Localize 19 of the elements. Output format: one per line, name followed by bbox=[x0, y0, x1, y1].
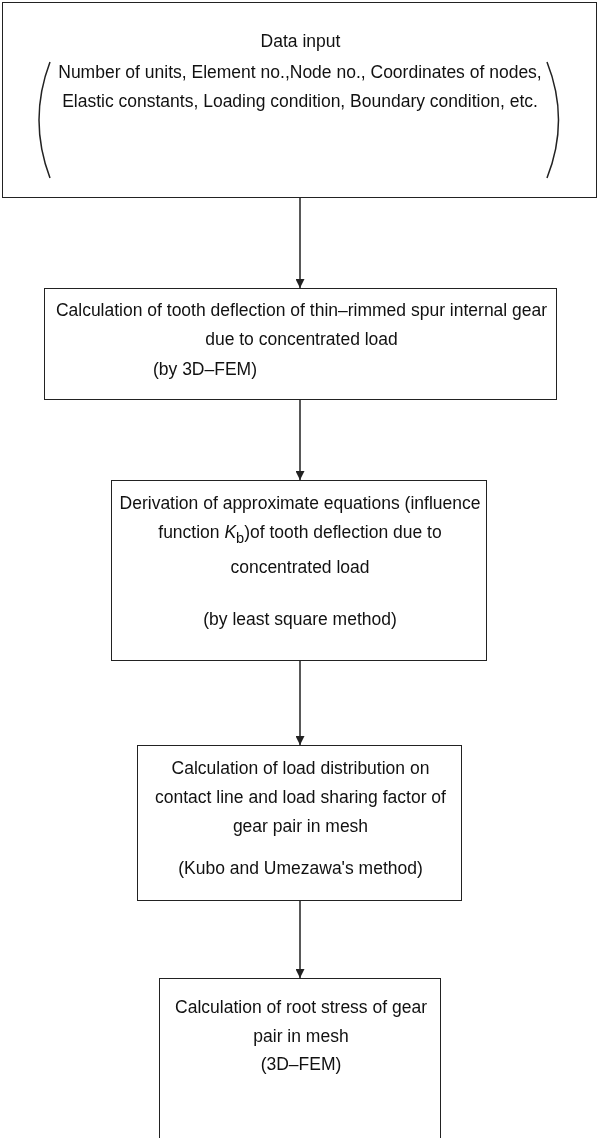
arrow bbox=[295, 399, 305, 481]
method-note: (by 3D–FEM) bbox=[151, 358, 258, 381]
method-note: (3D–FEM) bbox=[259, 1053, 343, 1076]
process-box bbox=[44, 288, 557, 400]
arrow bbox=[295, 900, 305, 979]
process-box bbox=[111, 480, 487, 661]
step-text: Calculation of tooth deflection of thin–rimmed spur internal gear due to concentrated load bbox=[55, 299, 548, 351]
process-box bbox=[2, 2, 597, 198]
parameter-list: Number of units, Element no.,Node no., Coordinates of nodes, Elastic constants, Loading condition, Boundary condition, etc. bbox=[55, 58, 545, 116]
arrow bbox=[295, 197, 305, 289]
heading: Data input bbox=[259, 30, 342, 53]
step-text: Calculation of load distribution on contact line and load sharing factor of gear pair in mesh bbox=[154, 757, 447, 838]
step-text: Derivation of approximate equations (influence function K$_{b}$)of tooth deflection due to concentrated load bbox=[118, 492, 482, 579]
process-box bbox=[159, 978, 441, 1138]
arrow bbox=[295, 660, 305, 746]
step-text: Calculation of root stress of gear pair in mesh bbox=[174, 996, 428, 1048]
method-note: (Kubo and Umezawa's method) bbox=[177, 857, 424, 880]
process-box bbox=[137, 745, 462, 901]
method-note: (by least square method) bbox=[202, 608, 398, 631]
